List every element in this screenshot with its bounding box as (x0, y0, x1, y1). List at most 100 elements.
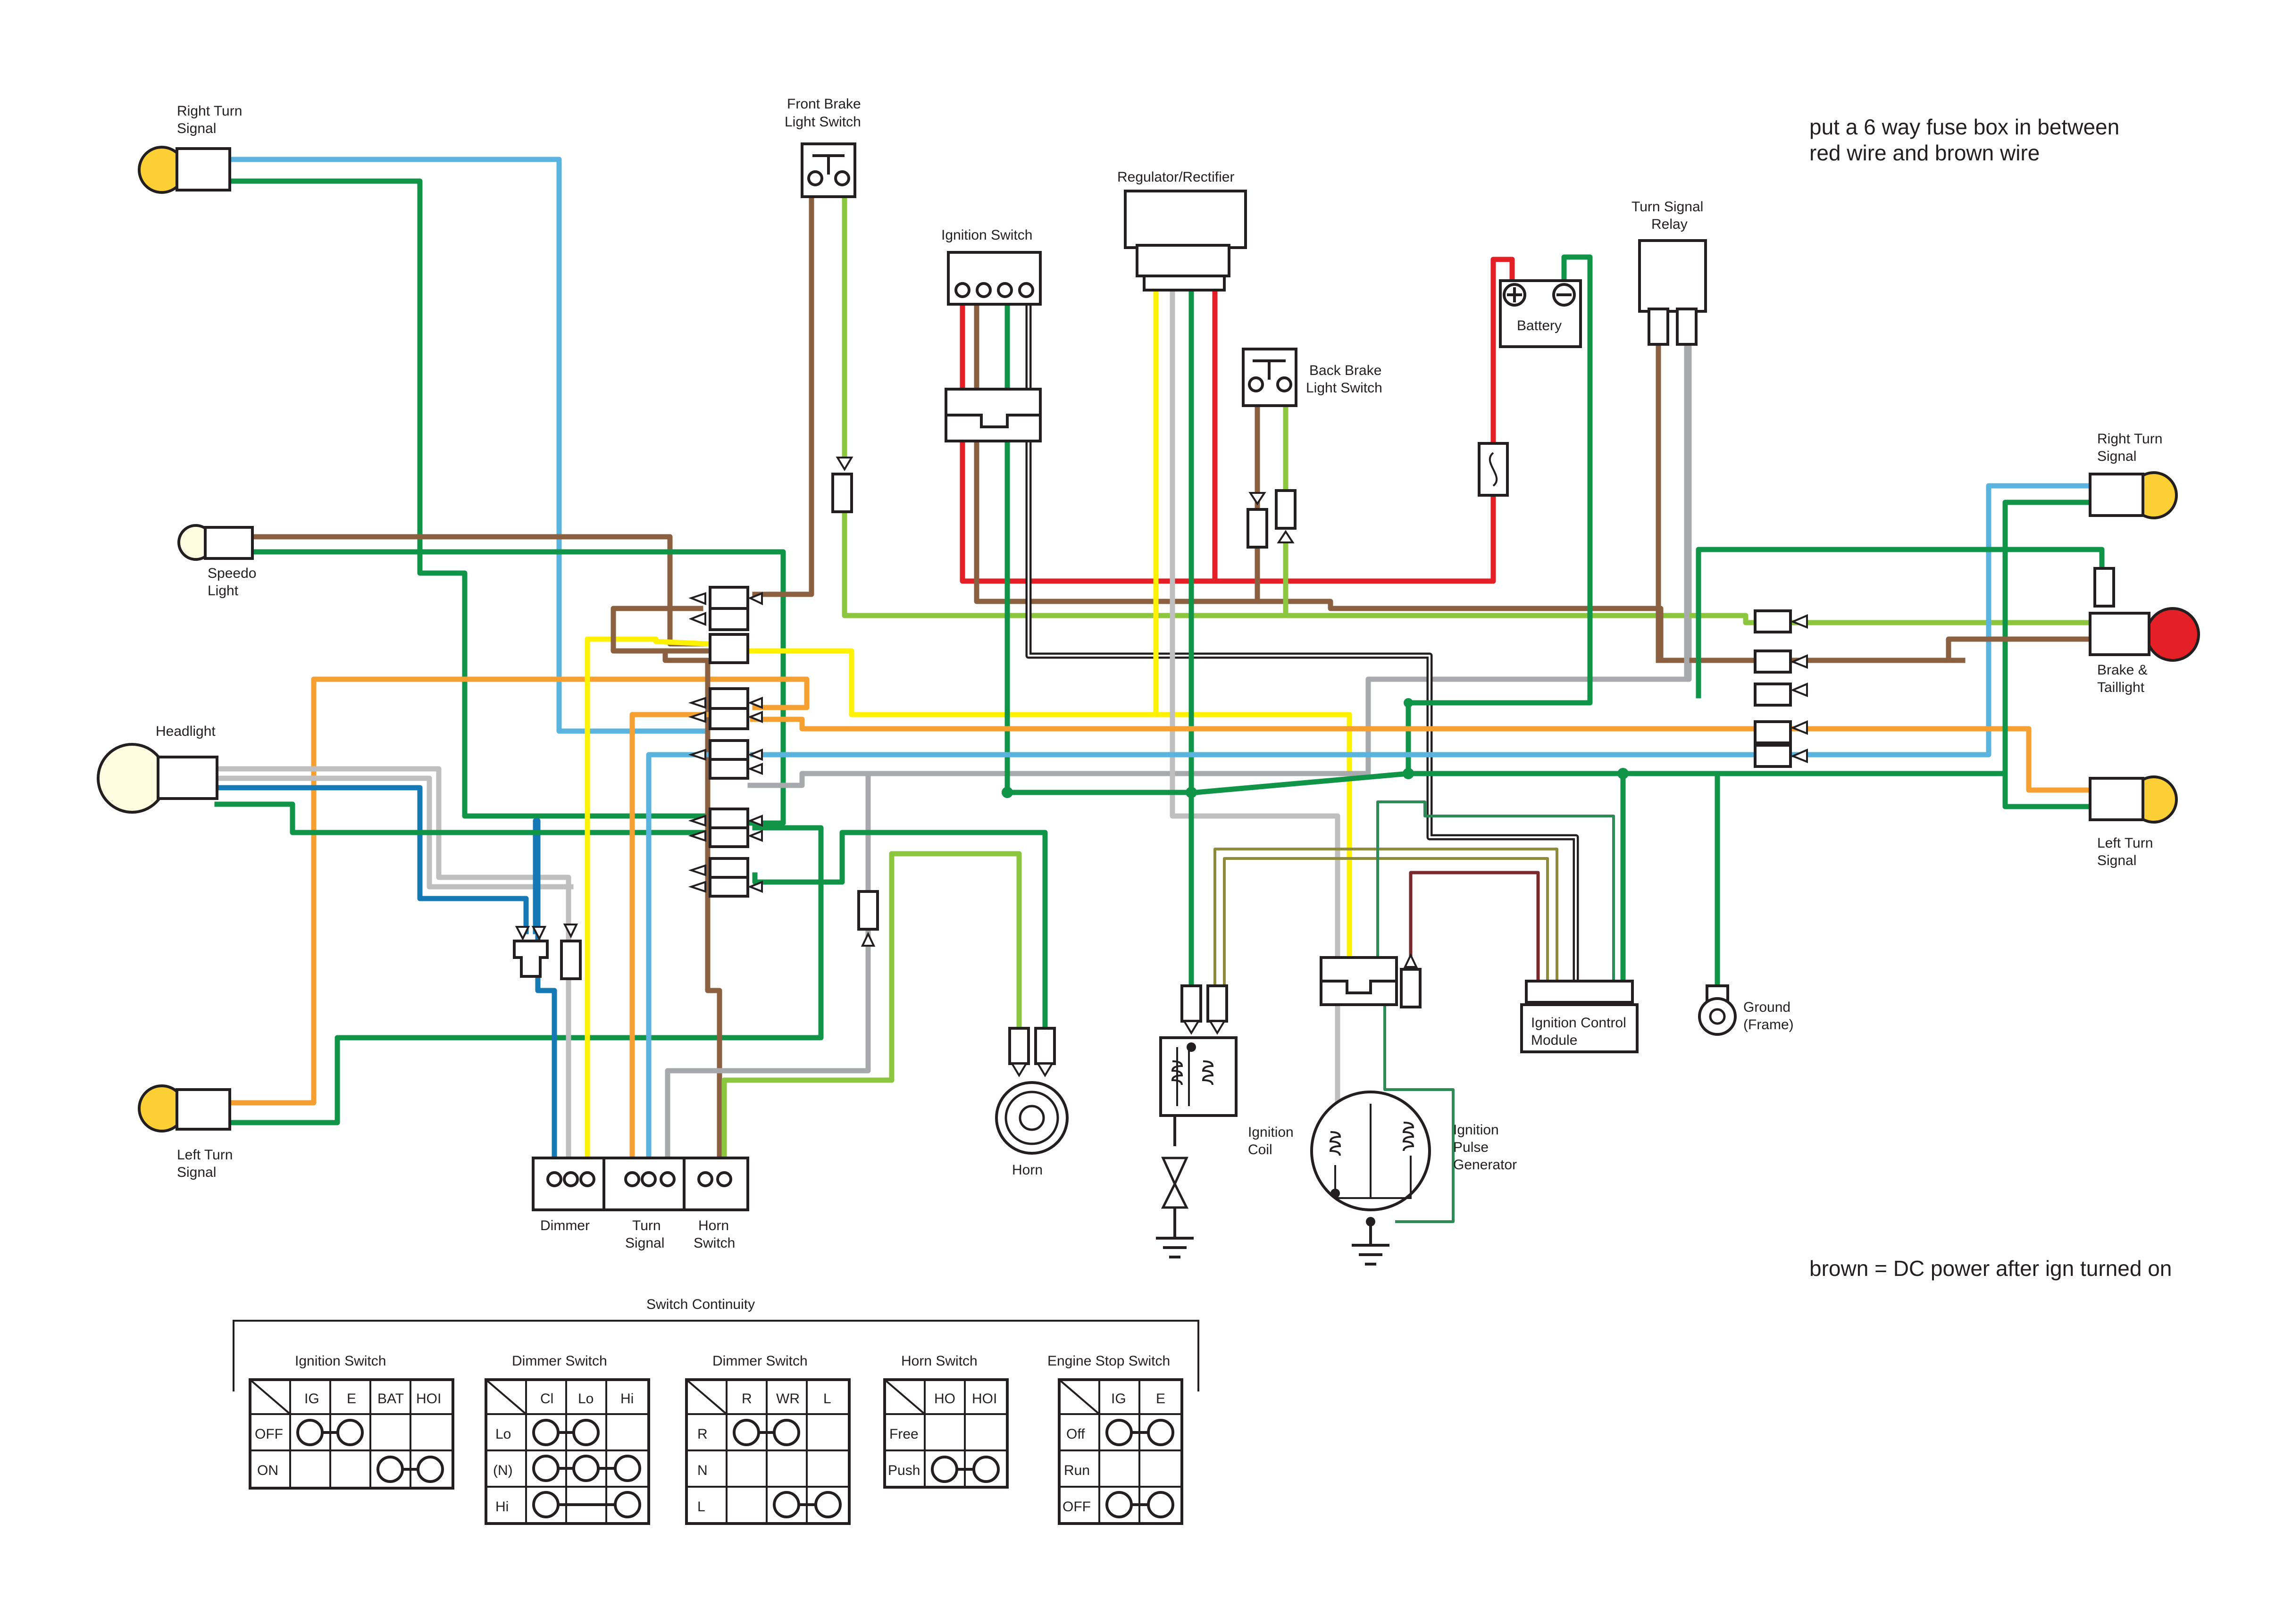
wire-green-front-left (228, 825, 824, 1125)
left-turn-rear-label-2: Signal (2097, 853, 2136, 868)
wire-white-headlight (214, 766, 571, 1182)
wire-darkblue-headlight (214, 785, 529, 934)
wires (214, 157, 2107, 1223)
relay-label-2: Relay (1651, 217, 1688, 232)
dimmer1-col-cl: Cl (540, 1391, 553, 1407)
junctions (1002, 698, 1629, 798)
left-turn-signal-rear (2089, 775, 2178, 824)
left-turn-front-label-1: Left Turn (177, 1147, 233, 1163)
estop-row-off: Off (1066, 1426, 1085, 1442)
right-turn-rear-label-2: Signal (2097, 449, 2136, 464)
left-turn-rear-label-1: Left Turn (2097, 835, 2153, 851)
pulse-label-1: Ignition (1453, 1122, 1499, 1138)
icm-label-2: Module (1531, 1033, 1577, 1048)
wire-green-front-brake-2 (842, 511, 2107, 625)
ign-col-hoi: HOI (416, 1391, 441, 1407)
dimmer1-row-hi: Hi (495, 1499, 509, 1515)
battery-label: Battery (1517, 318, 1562, 333)
wire-blue-rear-right (1781, 483, 2093, 758)
ign-row-on: ON (257, 1463, 278, 1478)
wire-green-horn (752, 830, 1048, 1038)
brake-taillight (2089, 567, 2200, 662)
dimmer1-col-lo: Lo (578, 1391, 594, 1407)
horn-switch-label-2: Switch (694, 1235, 735, 1251)
regulator-label: Regulator/Rectifier (1117, 169, 1234, 185)
ign-table-title: Ignition Switch (295, 1353, 386, 1369)
front-brake-switch (801, 142, 856, 198)
turn-signal-relay (1638, 239, 1707, 346)
wire-green-front-right (228, 178, 708, 819)
ignition-pulse-generator (1310, 953, 1431, 1266)
horn-row-push: Push (888, 1463, 920, 1478)
back-brake-switch (1242, 348, 1297, 549)
taillight-label-1: Brake & (2097, 662, 2148, 678)
wire-green-headlight (214, 801, 708, 835)
horn-col-ho: HO (934, 1391, 955, 1407)
dimmer2-row-n: N (697, 1463, 708, 1478)
back-brake-label-2: Light Switch (1306, 380, 1382, 396)
pulse-label-3: Generator (1453, 1157, 1517, 1173)
ign-col-ig: IG (304, 1391, 319, 1407)
switch-continuity: Switch Continuity Ignition Switch IG E B… (233, 1297, 1199, 1525)
wire-olive-coil (1213, 848, 1558, 987)
horn-label: Horn (1012, 1162, 1043, 1178)
dimmer2-row-l: L (697, 1499, 705, 1515)
wire-maroon-pulse (1409, 871, 1540, 983)
right-turn-front-label-2: Signal (177, 121, 216, 136)
continuity-title: Switch Continuity (646, 1297, 755, 1312)
back-brake-label-1: Back Brake (1309, 363, 1381, 378)
handlebar-switches (532, 1157, 749, 1211)
wire-orange-front-left (228, 676, 810, 1106)
speedo-light (177, 524, 254, 561)
horn-table-title: Horn Switch (901, 1353, 978, 1369)
wire-green-taillight (1696, 547, 2105, 699)
horn-col-hoi: HOI (972, 1391, 997, 1407)
wire-orange-turn-switch (629, 712, 711, 1182)
ignition-control-module (1520, 980, 1639, 1053)
wire-olive-coil-2 (1223, 857, 1549, 987)
right-turn-front-label-1: Right Turn (177, 103, 242, 119)
dimmer1-row-lo: Lo (495, 1426, 511, 1442)
wire-red-battery (1490, 257, 1515, 449)
front-brake-label-2: Light Switch (785, 114, 861, 130)
wire-teal-pulse-2 (1383, 1003, 1455, 1223)
estop-title: Engine Stop Switch (1047, 1353, 1170, 1369)
icm-label-1: Ignition Control (1531, 1015, 1626, 1031)
rear-connectors (1754, 609, 1808, 768)
estop-table (1058, 1378, 1183, 1525)
dimmer1-table (485, 1378, 650, 1525)
wire-brown-front-brake (752, 186, 814, 597)
wire-teal-pulse (1376, 800, 1615, 987)
wire-brown-turn-switch (611, 606, 711, 654)
left-turn-signal-front (138, 1084, 231, 1133)
ignition-coil (1156, 984, 1238, 1258)
turn-signal-label-2: Signal (625, 1235, 664, 1251)
wire-black-ignition-inner (1028, 289, 1577, 982)
front-brake-connector (831, 473, 853, 513)
headlight (97, 743, 218, 814)
wire-green-ground (1406, 771, 1720, 989)
dimmer-label: Dimmer (540, 1218, 590, 1233)
dimmer2-title: Dimmer Switch (712, 1353, 808, 1369)
relay-label-1: Turn Signal (1631, 199, 1703, 215)
right-turn-signal-rear (2089, 471, 2178, 519)
wire-green-rear-left (2002, 771, 2093, 809)
headlight-label: Headlight (156, 724, 216, 739)
horn (995, 1027, 1069, 1155)
dimmer2-col-wr: WR (776, 1391, 800, 1407)
dimmer1-col-hi: Hi (620, 1391, 634, 1407)
pulse-label-2: Pulse (1453, 1140, 1489, 1155)
turn-signal-label-1: Turn (632, 1218, 661, 1233)
taillight-label-2: Taillight (2097, 680, 2145, 695)
wire-blue-turn-switch (646, 752, 711, 1182)
speedo-label-1: Speedo (208, 566, 256, 581)
ign-col-e: E (347, 1391, 356, 1407)
wire-brown-horn-switch (662, 648, 722, 1182)
dimmer2-col-l: L (823, 1391, 831, 1407)
speedo-label-2: Light (208, 583, 239, 599)
front-brake-label-1: Front Brake (787, 96, 861, 112)
dimmer2-continuity-marks (733, 1419, 842, 1518)
wire-yellow-bus (747, 648, 1352, 989)
horn-continuity-marks (931, 1456, 1000, 1483)
